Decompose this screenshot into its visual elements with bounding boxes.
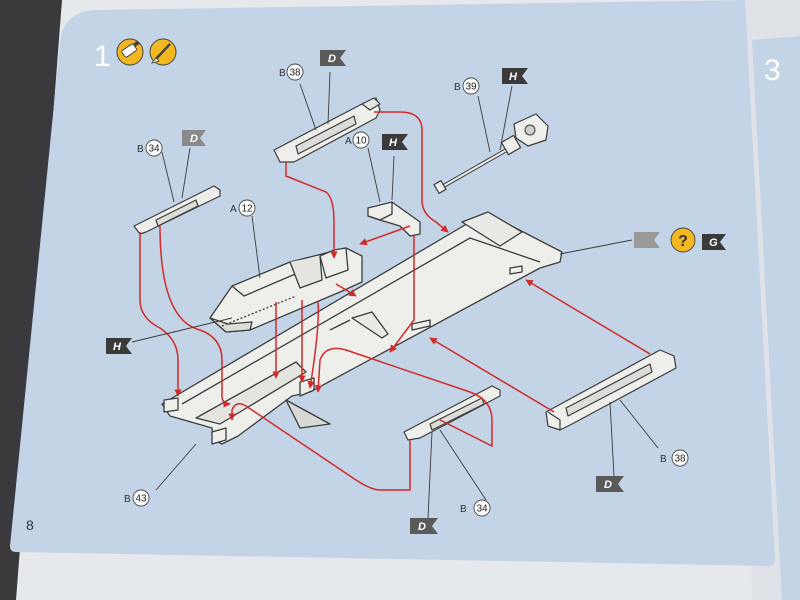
svg-text:?: ? <box>678 233 688 250</box>
svg-text:H: H <box>389 137 398 149</box>
color-flag-grey-right <box>634 232 660 248</box>
callout-b34-bottom: B 34 <box>460 499 491 517</box>
svg-text:D: D <box>190 133 198 145</box>
leader-lines <box>131 71 659 519</box>
svg-text:B: B <box>279 68 286 79</box>
svg-text:A: A <box>230 204 237 215</box>
svg-text:34: 34 <box>476 504 488 515</box>
color-flag-g-right: G <box>702 234 726 250</box>
color-flag-h-left: H <box>106 338 132 354</box>
callout-b39: B 39 <box>454 77 480 95</box>
svg-text:G: G <box>709 237 718 249</box>
svg-text:H: H <box>113 341 122 353</box>
color-flag-h-a10: H <box>382 134 408 150</box>
svg-text:38: 38 <box>674 454 686 465</box>
step-number: 1 <box>94 40 111 73</box>
help-question-icon: ? <box>670 227 696 253</box>
svg-text:12: 12 <box>241 204 253 215</box>
drive-shaft-b39 <box>433 113 549 194</box>
svg-text:B: B <box>660 454 667 465</box>
svg-text:10: 10 <box>355 136 367 147</box>
color-flag-d-top: D <box>320 50 346 66</box>
svg-text:B: B <box>460 504 467 515</box>
callout-a10: A 10 <box>345 131 370 149</box>
svg-text:H: H <box>509 71 518 83</box>
leaf-spring-b38-right <box>545 349 677 431</box>
svg-text:A: A <box>345 136 352 147</box>
callout-a12: A 12 <box>230 199 256 217</box>
callout-b38-right: B 38 <box>660 449 689 467</box>
paint-brush-icon <box>149 38 177 66</box>
page-shadow-left <box>0 0 62 600</box>
svg-text:B: B <box>137 144 144 155</box>
svg-text:D: D <box>328 53 336 65</box>
color-flag-d-top-left: D <box>182 130 206 146</box>
svg-text:D: D <box>418 521 426 533</box>
engine-block <box>209 247 363 333</box>
svg-text:D: D <box>604 479 612 491</box>
svg-text:38: 38 <box>289 68 301 79</box>
callout-b34-top: B 34 <box>137 139 163 157</box>
next-step-number: 3 <box>764 54 781 87</box>
callout-b43: B 43 <box>124 489 150 507</box>
leaf-spring-b38-top <box>273 97 381 163</box>
svg-text:B: B <box>454 82 461 93</box>
color-flag-h-b39: H <box>502 68 528 84</box>
color-flag-d-bottom: D <box>410 518 438 534</box>
svg-text:39: 39 <box>465 82 477 93</box>
assembly-arrows <box>139 111 651 491</box>
svg-text:43: 43 <box>135 494 147 505</box>
svg-text:B: B <box>124 494 131 505</box>
color-flag-d-right: D <box>596 476 624 492</box>
page-number: 8 <box>26 517 34 533</box>
next-step-panel <box>752 36 800 600</box>
svg-text:34: 34 <box>148 144 160 155</box>
callout-b38-top: B 38 <box>279 63 304 81</box>
glue-tube-icon <box>116 38 144 66</box>
